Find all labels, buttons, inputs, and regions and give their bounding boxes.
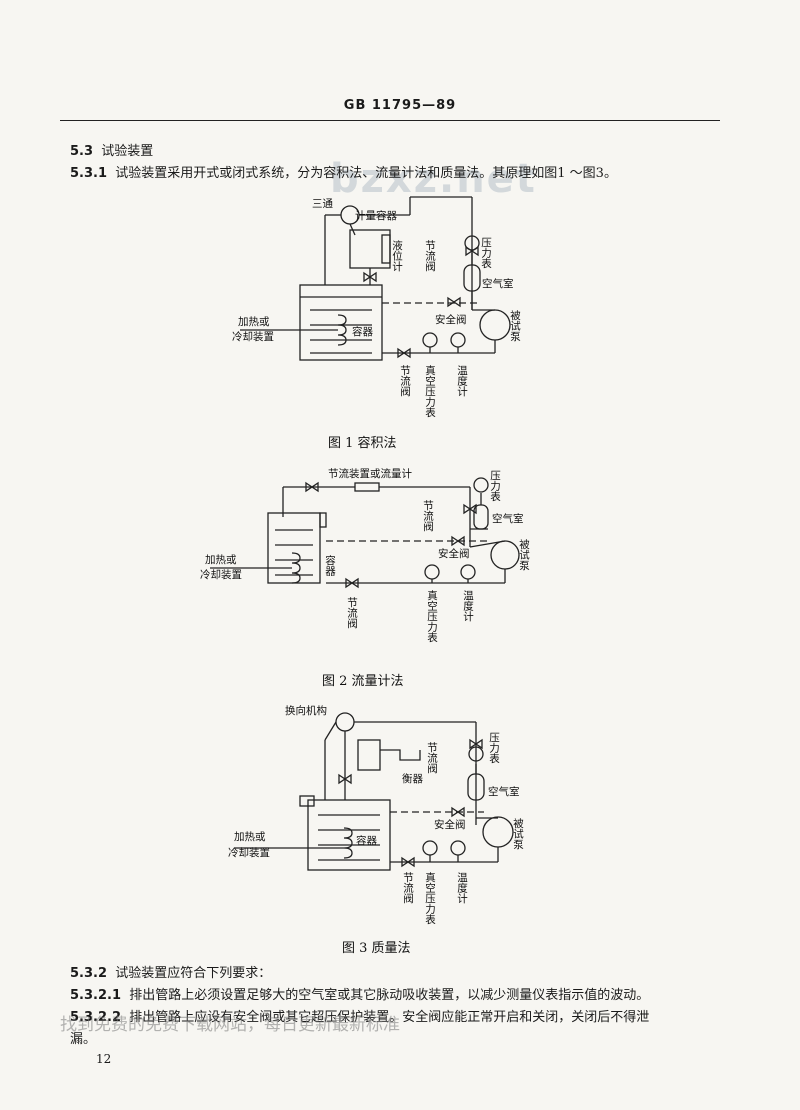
figure-3-caption: 图 3 质量法 [342, 941, 411, 956]
label-pressure-gauge: 压力表 [480, 237, 492, 269]
figure-3-diagram: 换向机构 节流阀 衡器 压力表 空气室 安全阀 被试泵 加热或 冷却装置 容器 … [228, 704, 524, 956]
label-throttle-bottom: 节流阀 [402, 872, 414, 904]
watermark-site: bzxz.net [330, 156, 537, 202]
container-tank [299, 284, 383, 361]
label-meter-vessel: 计量容器 [355, 209, 397, 222]
throttle-valve-bottom-icon [345, 577, 359, 589]
label-heating: 加热或 [238, 315, 270, 328]
label-cooling: 冷却装置 [228, 846, 270, 859]
label-container: 容器 [352, 325, 373, 338]
safety-valve-icon [451, 535, 465, 547]
label-flow-device: 节流装置或流量计 [328, 467, 412, 480]
safety-valve-icon [447, 296, 461, 308]
paragraph-text: 排出管路上必须设置足够大的空气室或其它脉动吸收装置，以减少测量仪表指示值的波动。 [129, 988, 650, 1003]
section-5-3-1: 5.3.1 试验装置采用开式或闭式系统，分为容积法、流量计法和质量法。其原理如图… [70, 162, 617, 181]
coil-icon [337, 314, 347, 346]
throttle-valve-bottom-icon [397, 347, 411, 359]
label-pump: 被试泵 [512, 817, 524, 849]
label-cooling: 冷却装置 [200, 568, 242, 581]
label-air-chamber: 空气室 [492, 512, 524, 525]
valve-icon [305, 481, 319, 493]
label-vacuum-gauge: 真空压力表 [426, 589, 438, 643]
label-air-chamber: 空气室 [488, 785, 520, 798]
label-safety-valve: 安全阀 [435, 313, 467, 326]
label-container: 容器 [324, 554, 336, 577]
label-thermometer: 温度计 [462, 590, 474, 622]
paragraph-text: 排出管路上应设有安全阀或其它超压保护装置。安全阀应能正常开启和关闭，关闭后不得泄 [129, 1010, 650, 1025]
section-title: 试验装置 [101, 144, 154, 159]
label-safety-valve: 安全阀 [434, 818, 466, 831]
pump-icon [490, 540, 520, 570]
thermometer-icon [450, 840, 466, 856]
label-vacuum-gauge: 真空压力表 [424, 364, 436, 418]
paragraph-text: 试验装置采用开式或闭式系统，分为容积法、流量计法和质量法。其原理如图1 ～图3。 [115, 166, 617, 181]
watermark-footer: 找到免费的免费下载网站，每日更新最新标准 [60, 1015, 400, 1035]
paragraph-text: 试验装置应符合下列要求： [115, 966, 272, 981]
label-container: 容器 [356, 834, 377, 847]
figure-1-caption: 图 1 容积法 [328, 435, 397, 451]
section-5-3-2-2: 5.3.2.2 排出管路上应设有安全阀或其它超压保护装置。安全阀应能正常开启和关… [70, 1006, 649, 1025]
thermometer-icon [450, 332, 466, 348]
label-scale: 衡器 [402, 773, 423, 785]
page-number: 12 [96, 1052, 112, 1066]
label-heating: 加热或 [205, 553, 237, 566]
label-cooling: 冷却装置 [232, 330, 274, 343]
weighing-vessel [357, 739, 381, 771]
label-throttle-top: 节流阀 [422, 500, 434, 532]
section-5-3-2-2-cont: 漏。 [70, 1032, 97, 1047]
label-diverter: 换向机构 [285, 704, 327, 717]
label-pump: 被试泵 [509, 309, 521, 341]
section-5-3-heading: 5.3 试验装置 [70, 140, 153, 159]
throttle-valve-bottom-icon [401, 856, 415, 868]
section-number: 5.3.1 [70, 166, 108, 181]
standard-header: GB 11795—89 [343, 98, 457, 113]
throttle-valve-top-icon [469, 738, 483, 750]
diverter-icon [335, 712, 355, 732]
section-number: 5.3 [70, 144, 94, 159]
label-thermometer: 温度计 [456, 872, 468, 904]
header-rule [60, 120, 720, 121]
label-pressure-gauge: 压力表 [489, 470, 501, 502]
throttle-valve-top-icon [463, 503, 477, 515]
label-throttle-bottom: 节流阀 [399, 365, 411, 397]
meter-vessel [349, 229, 391, 269]
figure-2-caption: 图 2 流量计法 [322, 674, 404, 689]
flowmeter [354, 482, 380, 492]
label-heating: 加热或 [234, 830, 266, 843]
container-tank [307, 799, 391, 871]
pressure-gauge-icon [468, 746, 484, 762]
pump-icon [479, 309, 511, 341]
label-tee: 三通 [312, 198, 333, 210]
label-safety-valve: 安全阀 [438, 547, 470, 560]
coil-icon [343, 827, 353, 859]
safety-valve-icon [451, 806, 465, 818]
coil-icon [291, 552, 301, 584]
figure-2-diagram: 节流装置或流量计 节流阀 压力表 空气室 安全阀 被试泵 加热或 冷却装置 容器… [200, 467, 530, 689]
label-thermometer: 温度计 [456, 365, 468, 397]
label-throttle-bottom: 节流阀 [346, 597, 358, 629]
vacuum-gauge-icon [424, 564, 440, 580]
pressure-gauge-icon [464, 235, 480, 251]
label-vacuum-gauge: 真空压力表 [424, 871, 436, 925]
section-number: 5.3.2.1 [70, 988, 121, 1003]
scale-icon [380, 749, 421, 761]
section-number: 5.3.2 [70, 966, 108, 981]
section-number: 5.3.2.2 [70, 1010, 121, 1025]
label-throttle-top: 节流阀 [424, 240, 436, 272]
thermometer-icon [460, 564, 476, 580]
valve-icon [338, 773, 352, 785]
section-5-3-2: 5.3.2 试验装置应符合下列要求： [70, 962, 271, 981]
pressure-gauge-icon [473, 477, 489, 493]
label-pressure-gauge: 压力表 [488, 732, 500, 764]
valve-icon [363, 271, 377, 283]
section-5-3-2-1: 5.3.2.1 排出管路上必须设置足够大的空气室或其它脉动吸收装置，以减少测量仪… [70, 984, 649, 1003]
vacuum-gauge-icon [422, 332, 438, 348]
pump-icon [482, 816, 514, 848]
label-air-chamber: 空气室 [482, 277, 514, 290]
label-pump: 被试泵 [518, 538, 530, 570]
vacuum-gauge-icon [422, 840, 438, 856]
figure-1-diagram: 三通 计量容器 液位计 节流阀 压力表 空气室 安全阀 被试泵 加热或 冷却装置… [232, 196, 521, 451]
label-level-gauge: 液位计 [391, 239, 403, 272]
label-throttle-top: 节流阀 [426, 742, 438, 774]
